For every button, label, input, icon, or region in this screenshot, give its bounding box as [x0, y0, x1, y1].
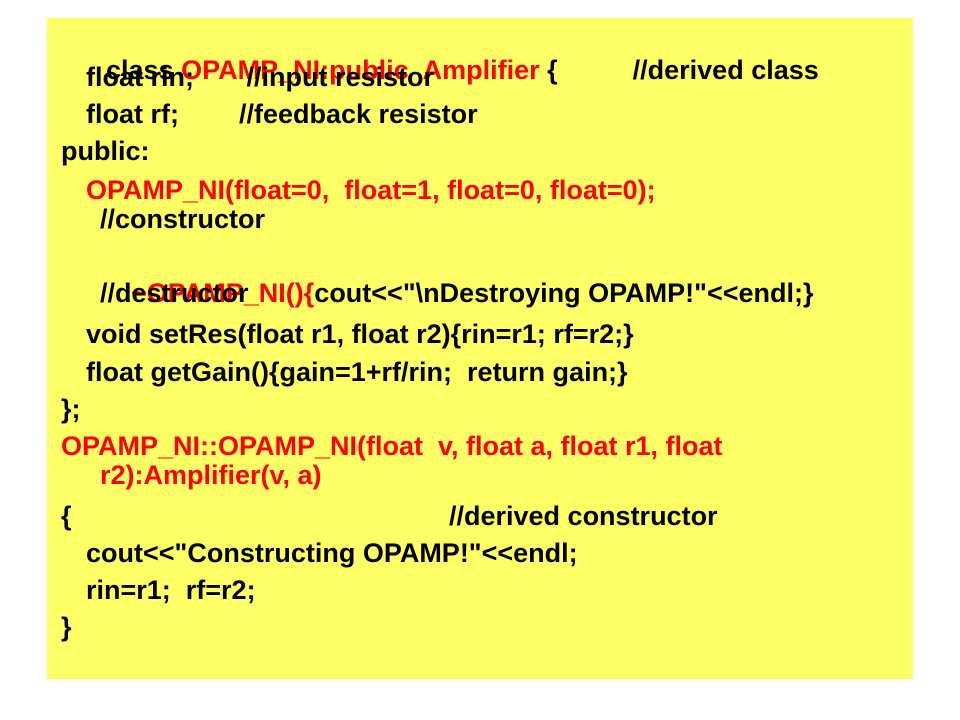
class-name-highlight: OPAMP_NI:public Amplifier [181, 55, 540, 85]
code-line-constructor-def: OPAMP_NI::OPAMP_NI(float v, float a, flo… [61, 431, 723, 461]
code-line-constructor-comment: //constructor [100, 204, 266, 234]
code-line-assign: rin=r1; rf=r2; [86, 575, 256, 605]
code-line-derived-constructor-comment: //derived constructor [449, 501, 718, 531]
slide-panel: class OPAMP_NI:public Amplifier { //deri… [47, 18, 913, 679]
code-line-class-end: }; [61, 394, 81, 424]
code-line-rf: float rf; //feedback resistor [86, 99, 478, 129]
code-line-cout: cout<<"Constructing OPAMP!"<<endl; [86, 538, 578, 568]
code-line-setres: void setRes(float r1, float r2){rin=r1; … [86, 319, 634, 349]
code-line-getgain: float getGain(){gain=1+rf/rin; return ga… [86, 357, 628, 387]
class-declaration-comment: { //derived class [539, 55, 819, 85]
code-line-class-declaration: class OPAMP_NI:public Amplifier { //deri… [61, 25, 819, 115]
code-line-public: public: [61, 136, 150, 166]
code-line-rin: float rin; //input resistor [86, 62, 435, 92]
destructor-body: cout<<"\nDestroying OPAMP!"<<endl;} [314, 278, 814, 308]
code-line-open-brace: { [61, 501, 72, 531]
class-keyword: class [106, 55, 182, 85]
code-line-destructor: ~OPAMP_NI(){cout<<"\nDestroying OPAMP!"<… [86, 248, 813, 338]
code-block: class OPAMP_NI:public Amplifier { //deri… [47, 18, 913, 679]
code-line-destructor-comment: //destructor [100, 278, 249, 308]
code-line-close-brace: } [61, 612, 72, 642]
destructor-name-highlight: ~OPAMP_NI(){ [131, 278, 315, 308]
code-line-constructor-decl: OPAMP_NI(float=0, float=1, float=0, floa… [86, 175, 656, 205]
code-line-constructor-def-cont: r2):Amplifier(v, a) [100, 460, 322, 490]
